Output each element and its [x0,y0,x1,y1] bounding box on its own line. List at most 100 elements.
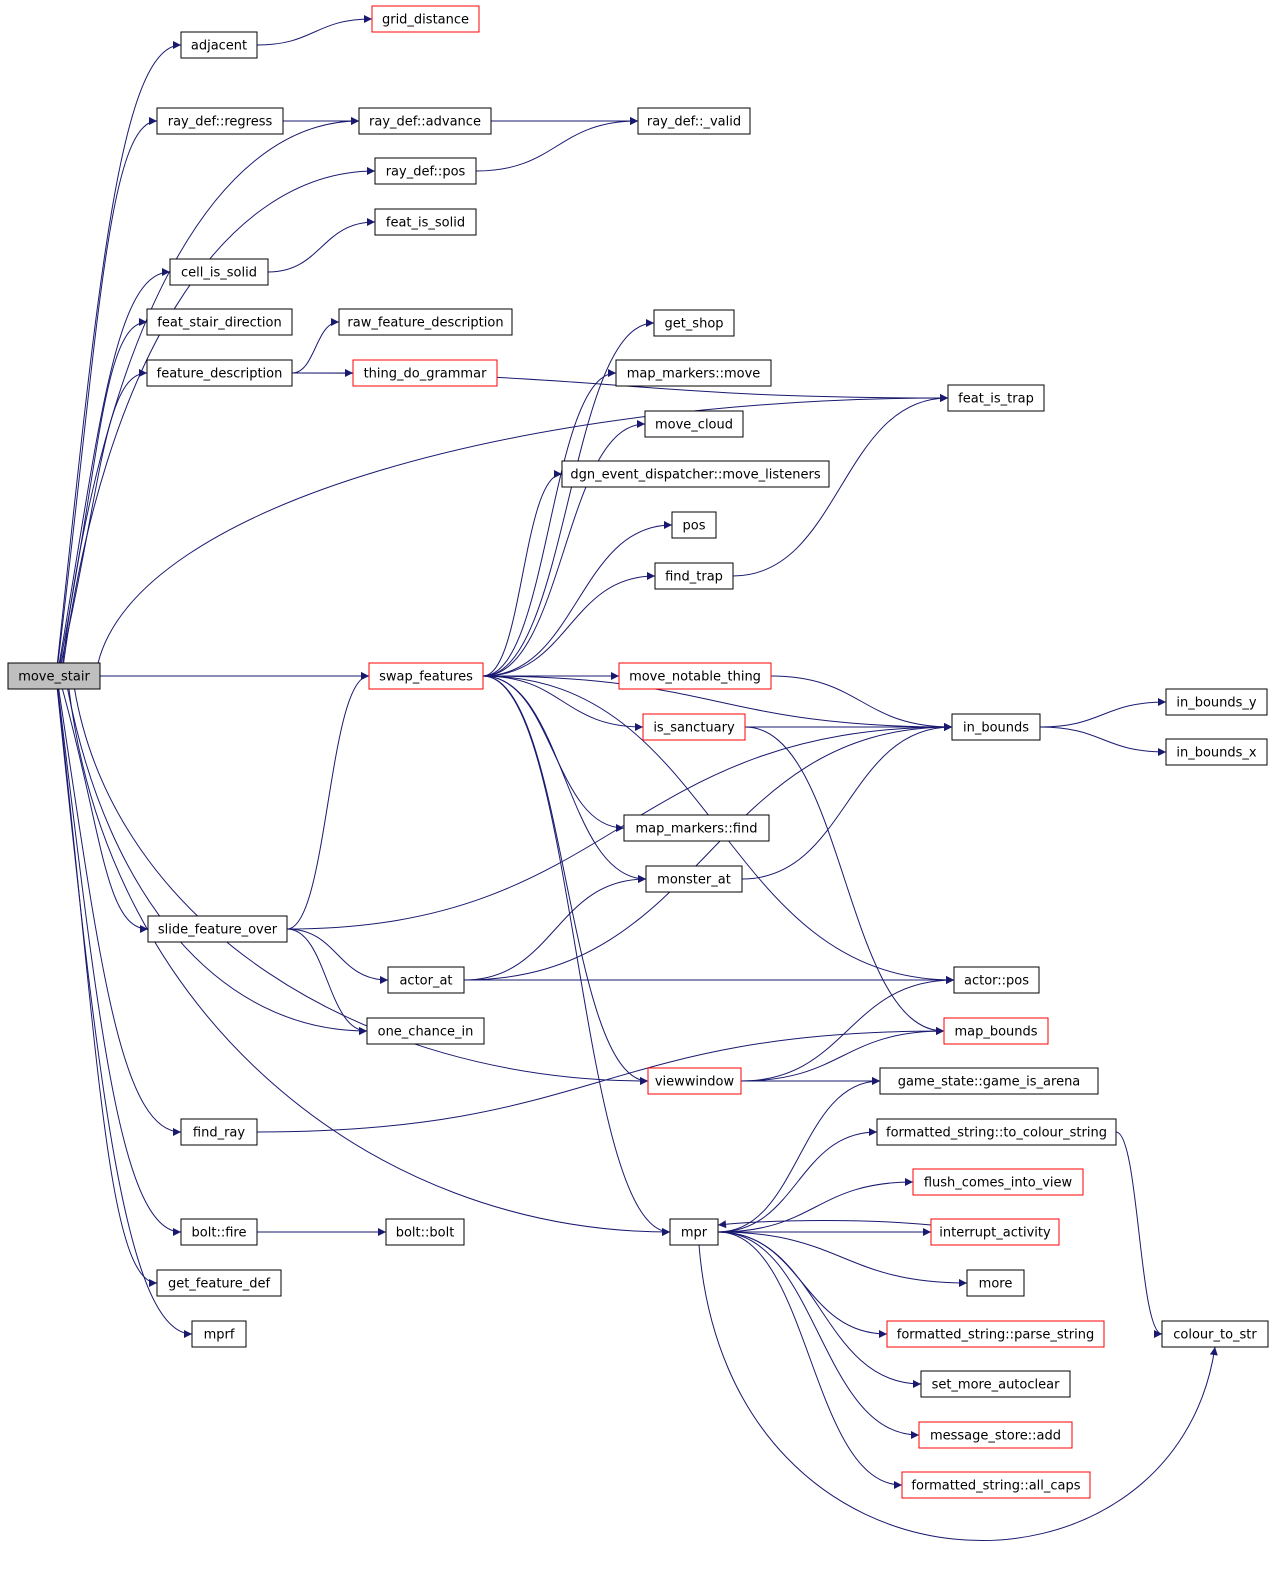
node-mpr[interactable]: mpr [669,1218,719,1246]
node-box[interactable] [930,1218,1060,1246]
node-box[interactable] [879,1067,1099,1095]
node-adjacent[interactable]: adjacent [180,31,258,59]
node-box[interactable] [654,562,734,590]
node-pos[interactable]: pos [671,511,717,539]
node-box[interactable] [615,359,772,387]
node-box[interactable] [169,258,269,286]
node-box[interactable] [561,460,830,488]
node-map-markers-move[interactable]: map_markers::move [615,359,772,387]
node-box[interactable] [947,384,1045,412]
node-raw-feature-description[interactable]: raw_feature_description [338,308,513,336]
node-box[interactable] [180,1218,258,1246]
node-in-bounds[interactable]: in_bounds [951,713,1041,741]
node-feature-description[interactable]: feature_description [146,359,293,387]
node-bolt-fire[interactable]: bolt::fire [180,1218,258,1246]
node-in-bounds-x[interactable]: in_bounds_x [1165,738,1268,766]
node-get-shop[interactable]: get_shop [653,309,735,337]
node-box[interactable] [951,713,1041,741]
node-box[interactable] [642,713,746,741]
node-interrupt-activity[interactable]: interrupt_activity [930,1218,1060,1246]
node-find-trap[interactable]: find_trap [654,562,734,590]
node-ray-def-regress[interactable]: ray_def::regress [156,107,284,135]
node-box[interactable] [338,308,513,336]
node-feat-stair-direction[interactable]: feat_stair_direction [146,308,293,336]
node-feat-is-trap[interactable]: feat_is_trap [947,384,1045,412]
node-box[interactable] [7,662,101,690]
node-monster-at[interactable]: monster_at [645,865,743,893]
node-box[interactable] [966,1269,1025,1297]
node-box[interactable] [1165,738,1268,766]
node-move-notable-thing[interactable]: move_notable_thing [618,662,772,690]
node-box[interactable] [647,1067,742,1095]
node-ray-def-valid[interactable]: ray_def::_valid [637,107,751,135]
node-parse-string[interactable]: formatted_string::parse_string [886,1320,1105,1348]
node-box[interactable] [653,309,735,337]
node-one-chance-in[interactable]: one_chance_in [366,1017,485,1045]
node-get-feature-def[interactable]: get_feature_def [156,1269,282,1297]
node-in-bounds-y[interactable]: in_bounds_y [1165,688,1268,716]
node-message-store-add[interactable]: message_store::add [918,1421,1073,1449]
node-bolt-bolt[interactable]: bolt::bolt [385,1218,465,1246]
node-game-is-arena[interactable]: game_state::game_is_arena [879,1067,1099,1095]
node-box[interactable] [156,1269,282,1297]
node-to-colour-string[interactable]: formatted_string::to_colour_string [876,1118,1117,1146]
node-box[interactable] [637,107,751,135]
node-box[interactable] [191,1320,247,1348]
node-box[interactable] [645,865,743,893]
node-box[interactable] [366,1017,485,1045]
node-box[interactable] [385,1218,465,1246]
node-box[interactable] [623,814,770,842]
node-colour-to-str[interactable]: colour_to_str [1161,1320,1269,1348]
node-box[interactable] [669,1218,719,1246]
node-is-sanctuary[interactable]: is_sanctuary [642,713,746,741]
node-more[interactable]: more [966,1269,1025,1297]
node-box[interactable] [886,1320,1105,1348]
node-box[interactable] [918,1421,1073,1449]
node-box[interactable] [371,5,480,33]
node-move-stair[interactable]: move_stair [7,662,101,690]
node-all-caps[interactable]: formatted_string::all_caps [901,1471,1091,1499]
node-box[interactable] [1165,688,1268,716]
node-box[interactable] [387,966,465,994]
node-dgn-event-dispatcher-move-listeners[interactable]: dgn_event_dispatcher::move_listeners [561,460,830,488]
node-map-bounds[interactable]: map_bounds [943,1017,1049,1045]
node-move-cloud[interactable]: move_cloud [644,410,744,438]
node-box[interactable] [671,511,717,539]
node-box[interactable] [352,359,498,387]
node-set-more-autoclear[interactable]: set_more_autoclear [920,1370,1071,1398]
node-box[interactable] [943,1017,1049,1045]
node-mprf[interactable]: mprf [191,1320,247,1348]
node-box[interactable] [876,1118,1117,1146]
node-box[interactable] [358,107,492,135]
node-box[interactable] [374,157,477,185]
node-box[interactable] [146,359,293,387]
node-box[interactable] [180,1118,258,1146]
node-box[interactable] [156,107,284,135]
node-actor-at[interactable]: actor_at [387,966,465,994]
node-feat-is-solid[interactable]: feat_is_solid [374,208,477,236]
node-box[interactable] [618,662,772,690]
node-ray-def-advance[interactable]: ray_def::advance [358,107,492,135]
node-map-markers-find[interactable]: map_markers::find [623,814,770,842]
node-box[interactable] [180,31,258,59]
node-box[interactable] [368,662,484,690]
node-find-ray[interactable]: find_ray [180,1118,258,1146]
node-box[interactable] [1161,1320,1269,1348]
node-box[interactable] [644,410,744,438]
node-box[interactable] [146,308,293,336]
node-ray-def-pos[interactable]: ray_def::pos [374,157,477,185]
node-box[interactable] [901,1471,1091,1499]
node-cell-is-solid[interactable]: cell_is_solid [169,258,269,286]
node-flush-comes-into-view[interactable]: flush_comes_into_view [912,1168,1084,1196]
node-viewwindow[interactable]: viewwindow [647,1067,742,1095]
node-box[interactable] [912,1168,1084,1196]
node-box[interactable] [953,966,1040,994]
node-slide-feature-over[interactable]: slide_feature_over [147,915,288,943]
node-box[interactable] [147,915,288,943]
node-box[interactable] [374,208,477,236]
node-box[interactable] [920,1370,1071,1398]
node-grid-distance[interactable]: grid_distance [371,5,480,33]
node-thing-do-grammar[interactable]: thing_do_grammar [352,359,498,387]
node-actor-pos[interactable]: actor::pos [953,966,1040,994]
node-swap-features[interactable]: swap_features [368,662,484,690]
